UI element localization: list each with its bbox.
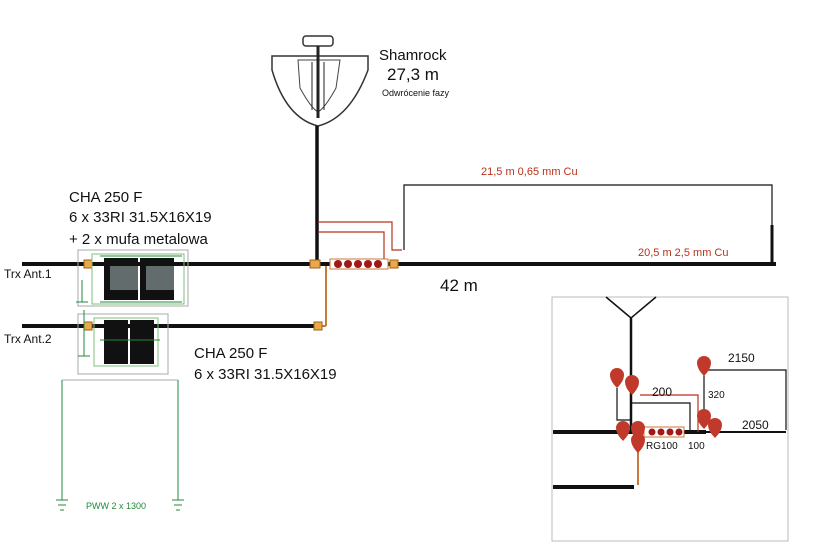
ground-wiring bbox=[56, 280, 184, 511]
feeder-length: 42 m bbox=[440, 276, 478, 295]
ground-label: PWW 2 x 1300 bbox=[86, 501, 147, 511]
ferrite-beads bbox=[329, 258, 389, 270]
input-trx1: Trx Ant.1 bbox=[4, 267, 52, 281]
phase-note: Odwrócenie fazy bbox=[382, 88, 450, 98]
wire-thick-label: 20,5 m 2,5 mm Cu bbox=[638, 247, 729, 259]
choke-bottom-model: CHA 250 F bbox=[194, 345, 268, 362]
choke-top-cores: 6 x 33RI 31.5X16X19 bbox=[69, 209, 212, 226]
phasing-wire bbox=[318, 221, 402, 251]
shamrock-antenna-icon bbox=[271, 35, 369, 127]
choke-bottom-cores: 6 x 33RI 31.5X16X19 bbox=[194, 366, 337, 383]
choke-top-extra: + 2 x mufa metalowa bbox=[69, 231, 208, 248]
antenna-length: 27,3 m bbox=[387, 65, 439, 84]
inset-coax-length: 100 bbox=[688, 441, 705, 452]
antenna-name: Shamrock bbox=[379, 47, 447, 64]
inset-coax: RG100 bbox=[646, 441, 678, 452]
inset-200: 200 bbox=[652, 385, 673, 399]
inset-2050: 2050 bbox=[742, 418, 769, 432]
input-trx2: Trx Ant.2 bbox=[4, 332, 52, 346]
inset-2150: 2150 bbox=[728, 351, 755, 365]
choke-top-model: CHA 250 F bbox=[69, 189, 143, 206]
p-marker-icon bbox=[610, 356, 722, 453]
wire-thin-label: 21,5 m 0,65 mm Cu bbox=[481, 166, 578, 178]
inset-320: 320 bbox=[708, 390, 725, 401]
wire-thin bbox=[403, 184, 773, 250]
inset-detail bbox=[551, 296, 789, 542]
choke-bottom bbox=[77, 313, 169, 375]
choke-top bbox=[77, 249, 189, 307]
